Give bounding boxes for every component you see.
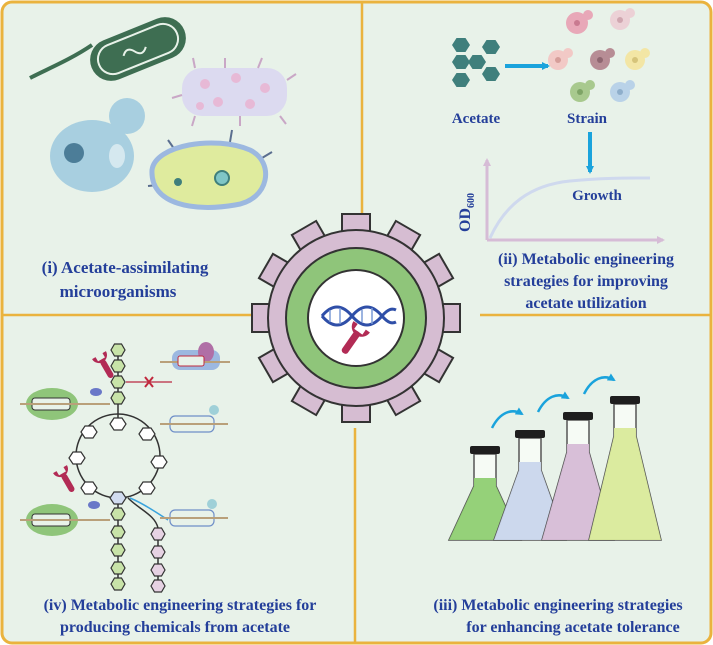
- hexagon-icon: [68, 451, 86, 465]
- panel-iv-pathways: (iv) Metabolic engineering strategies fo…: [20, 342, 316, 636]
- yeast-cell-icon: [610, 80, 635, 102]
- gene-circuit-icon: [160, 405, 228, 433]
- arrow-icon: [490, 407, 524, 429]
- flagellated-cell-icon: [147, 129, 273, 210]
- growth-curve: [488, 176, 651, 239]
- hexagon-icon: [110, 343, 126, 357]
- cross-mark: [144, 376, 154, 388]
- hexagon-icon: [150, 455, 168, 469]
- yeast-cell-icon: [570, 80, 595, 102]
- arrow-icon: [582, 373, 616, 395]
- caption-iii-line-1: (iii) Metabolic engineering strategies: [433, 597, 682, 614]
- hexagon-icon: [109, 417, 127, 431]
- yeast-cell-icon: [590, 48, 615, 70]
- caption-ii-line-3: acetate utilization: [525, 295, 646, 312]
- hexagon-icon: [110, 391, 126, 405]
- caption-i-line-2: microorganisms: [60, 282, 177, 301]
- gene-circuit-icon: [20, 388, 110, 420]
- hexagon-icon: [110, 577, 126, 591]
- flask-icon: [588, 396, 662, 541]
- gene-circuit-icon: [20, 501, 110, 536]
- hexagon-icon: [110, 561, 126, 575]
- hexagon-icon: [150, 563, 166, 577]
- caption-iii-line-2: for enhancing acetate tolerance: [466, 619, 679, 636]
- hexagon-icon: [80, 481, 98, 495]
- caption-iv-line-1: (iv) Metabolic engineering strategies fo…: [44, 597, 317, 614]
- caption-iv-line-2: producing chemicals from acetate: [60, 619, 290, 636]
- gene-circuit-icon: [160, 342, 230, 370]
- caption-i-line-1: (i) Acetate-assimilating: [42, 258, 209, 277]
- yeast-cell-icon: [625, 48, 650, 70]
- hexagon-icon: [110, 543, 126, 557]
- yaxis-subscript: 600: [466, 193, 477, 208]
- growth-plot: OD600: [457, 158, 665, 244]
- wrench-icon: [92, 351, 114, 378]
- arrow-icon: [536, 391, 570, 413]
- caption-ii-line-2: strategies for improving: [504, 273, 668, 290]
- yaxis-label: OD600: [457, 193, 477, 232]
- yeast-cell-icon: [50, 98, 145, 192]
- hexagon-icon: [110, 359, 126, 373]
- wrench-icon: [341, 321, 370, 354]
- growth-label: Growth: [572, 188, 622, 204]
- yeast-cell-icon: [610, 8, 635, 30]
- yeast-cell-icon: [566, 10, 593, 34]
- strain-cells: [548, 8, 650, 102]
- hexagon-icon: [110, 507, 126, 521]
- gear-center: [307, 269, 405, 367]
- hexagon-icon: [80, 425, 98, 439]
- hexagon-icon: [109, 491, 127, 505]
- hexagon-icon: [138, 481, 156, 495]
- panel-i-microorganisms: (i) Acetate-assimilating microorganisms: [29, 17, 297, 301]
- panel-iii-tolerance: (iii) Metabolic engineering strategies f…: [433, 373, 683, 636]
- hexagon-icon: [150, 545, 166, 559]
- rod-bacterium-icon: [171, 57, 297, 127]
- panel-ii-utilization: Acetate Strain Growth OD600 (ii) Metabol…: [452, 8, 674, 312]
- dna-icon: [320, 305, 397, 327]
- hexagon-icon: [150, 579, 166, 593]
- acetate-label: Acetate: [452, 111, 501, 127]
- bacterium-icon: [29, 17, 186, 81]
- strain-label: Strain: [567, 111, 608, 127]
- hexagon-icon: [138, 427, 156, 441]
- yeast-cell-icon: [548, 48, 573, 70]
- hexagon-icon: [150, 527, 166, 541]
- hexagon-icon: [110, 375, 126, 389]
- hexagon-icon: [110, 525, 126, 539]
- caption-ii-line-1: (ii) Metabolic engineering: [498, 251, 674, 268]
- gene-circuit-icon: [129, 497, 228, 527]
- wrench-icon: [53, 465, 75, 492]
- center-gear: [251, 213, 461, 423]
